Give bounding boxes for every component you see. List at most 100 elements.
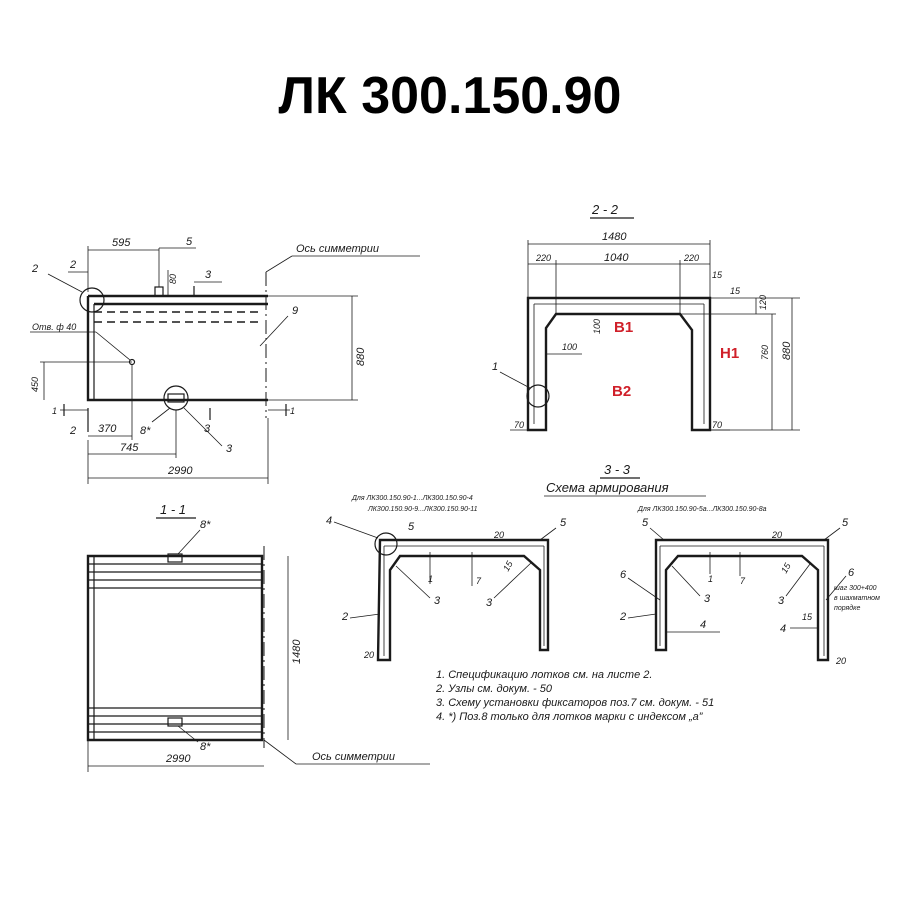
s33-pos-5b: 5 [560, 517, 567, 529]
plan-cut-3-bot: 3 [204, 423, 211, 435]
s22-dim-1040: 1040 [604, 252, 629, 264]
s33-r-dim-20b: 20 [835, 656, 846, 666]
s11-leader-8b [177, 725, 199, 743]
s33-leader-3a [395, 565, 431, 599]
plan-dim-880: 880 [355, 347, 367, 366]
s22-label-B1: B1 [614, 319, 633, 336]
s22-dim-1480: 1480 [602, 231, 627, 243]
s33-left-node-4 [374, 532, 398, 556]
s33-r-note-1: шаг 300+400 [834, 585, 877, 592]
section-2-2-profile [526, 296, 712, 432]
s33-dim-7: 7 [476, 576, 482, 586]
s22-dim-15a: 15 [712, 270, 723, 280]
s33-r-pos-3a: 3 [704, 593, 711, 605]
page-title: ЛК 300.150.90 [278, 67, 622, 125]
s22-dim-220b: 220 [683, 253, 699, 263]
s11-outline [86, 554, 264, 742]
s33-pos-5a: 5 [408, 521, 415, 533]
s33-r-pos-4b: 4 [780, 623, 786, 635]
s33-r-pos-6b: 6 [848, 567, 855, 579]
plan-dim-2: 2 [69, 259, 76, 271]
plan-leader-9 [259, 315, 289, 347]
s33-r-dim-7: 7 [740, 576, 746, 586]
section-1-1-label: 1 - 1 [160, 502, 186, 517]
s33-r-pos-6a: 6 [620, 569, 627, 581]
s33-left-caption-2: ЛК300.150.90-9...ЛК300.150.90-11 [367, 506, 478, 513]
plan-hole-label: Отв. ф 40 [32, 322, 76, 332]
s33-r-note-2: в шахматном [834, 595, 880, 602]
s22-dim-70a: 70 [514, 420, 524, 430]
note-4: 4. *) Поз.8 только для лотков марки с ин… [436, 711, 704, 723]
plan-dim-595: 595 [112, 237, 131, 249]
s11-element-8b [167, 717, 183, 727]
s33-dim-15: 15 [501, 558, 515, 573]
s22-dim-760: 760 [760, 345, 770, 360]
s33-dim-20b: 20 [363, 650, 374, 660]
plan-outline [86, 294, 268, 402]
s33-right-rebar [659, 545, 825, 656]
plan-dim-745: 745 [120, 442, 139, 454]
s22-label-B2: B2 [612, 383, 631, 400]
section-2-2: 2 - 2 1480 220 1040 220 15 15 120 760 88… [492, 202, 800, 432]
section-3-3-label: 3 - 3 [604, 462, 631, 477]
s33-r-leader-2 [627, 613, 657, 619]
plan-axis-leader [265, 255, 293, 273]
notes-block: 1. Спецификацию лотков см. на листе 2. 2… [435, 669, 714, 723]
s22-label-H1: H1 [720, 345, 739, 362]
plan-leader-8 [151, 407, 171, 423]
section-3-3-subtitle: Схема армирования [546, 480, 669, 495]
s33-r-leader-3a [671, 565, 701, 597]
s33-right-profile [654, 538, 830, 662]
s33-r-dim-15a: 15 [779, 560, 793, 575]
s22-dim-15b: 15 [730, 286, 741, 296]
s22-dim-220a: 220 [535, 253, 551, 263]
s11-pos-8b: 8* [200, 741, 211, 753]
s11-leader-8a [177, 529, 201, 555]
plan-leader-3b [183, 407, 223, 447]
s11-dim-2990: 2990 [165, 753, 191, 765]
s22-leader-1 [499, 371, 531, 389]
s33-leader-3b [493, 561, 533, 599]
s33-left-profile [376, 538, 550, 662]
note-2: 2. Узлы см. докум. - 50 [435, 683, 553, 695]
plan-hidden-lines [94, 311, 262, 323]
s33-r-pos-2: 2 [619, 611, 626, 623]
s22-pos-1: 1 [492, 361, 498, 373]
s22-node-1-circle [526, 384, 550, 408]
plan-dim-2990: 2990 [167, 465, 193, 477]
s22-dim-120: 120 [758, 295, 768, 310]
s11-dim-1480: 1480 [291, 639, 303, 664]
section-2-2-label: 2 - 2 [591, 202, 619, 217]
plan-element-8 [167, 393, 185, 403]
plan-cut-3-top: 3 [205, 269, 212, 281]
s33-leader-4 [333, 521, 379, 539]
s33-dim-1: 1 [428, 574, 433, 584]
s33-r-leader-5a [649, 527, 665, 541]
s33-dim-20a: 20 [493, 530, 504, 540]
s11-element-8a [167, 553, 183, 563]
s11-axis-label: Ось симметрии [312, 751, 395, 763]
note-1: 1. Спецификацию лотков см. на листе 2. [436, 669, 652, 681]
section-2-2-rebar [533, 303, 705, 424]
s22-dim-70b: 70 [712, 420, 722, 430]
s11-top-bars [88, 563, 262, 589]
s33-r-note-3: порядке [834, 604, 860, 612]
plan-pos-9: 9 [292, 305, 298, 317]
plan-cut-1-left: 1 [52, 406, 57, 416]
s33-leader-2 [349, 613, 381, 619]
note-3: 3. Схему установки фиксаторов поз.7 см. … [436, 697, 714, 709]
s33-r-leader-6b [825, 575, 847, 601]
s33-pos-4: 4 [326, 515, 332, 527]
plan-node-2-leader [47, 273, 83, 293]
plan-pos-5: 5 [186, 236, 193, 248]
s33-r-dim-1: 1 [708, 574, 713, 584]
s33-leader-5b [539, 527, 557, 541]
s33-right-caption: Для ЛК300.150.90-5а...ЛК300.150.90-8а [637, 506, 767, 513]
section-3-3: 3 - 3 Схема армирования Для ЛК300.150.90… [326, 462, 880, 666]
plan-cut-1-right: 1 [290, 406, 295, 416]
section-1-1: 1 - 1 8* 8* 1480 2990 Ось симметрии [86, 502, 430, 772]
s33-r-leader-5b [823, 527, 841, 541]
plan-dim-370: 370 [98, 423, 117, 435]
plan-axis-label: Ось симметрии [296, 243, 379, 255]
s33-pos-3b: 3 [486, 597, 493, 609]
